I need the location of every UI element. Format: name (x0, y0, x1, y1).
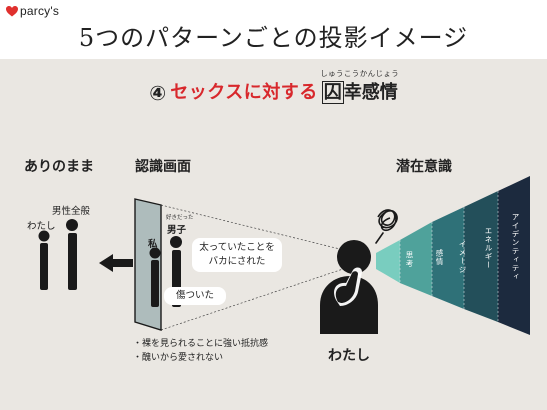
label-me-big: わたし (328, 348, 370, 364)
label-liked: 好きだった (166, 215, 194, 221)
subtitle-red-text: セックスに対する (170, 82, 318, 103)
beam-segment-identity (498, 176, 530, 335)
heading-as-is: ありのまま (24, 159, 94, 175)
bullet-item: ・裸を見られることに強い抵抗感 (133, 339, 269, 349)
subtitle-boxed-char: 囚 (321, 81, 344, 104)
left-arrow-icon (99, 254, 133, 272)
figure-me-screen (149, 247, 161, 307)
label-me-left: わたし (27, 221, 56, 232)
beam-label-energy: エネルギー (484, 227, 493, 270)
beam-label-image: イメージ (458, 240, 467, 274)
subtitle-number: ④ (149, 81, 167, 105)
figure-man-left (66, 219, 78, 290)
bubble-fat-teased: 太っていたことを バカにされた (192, 238, 282, 272)
beam-segment-energy (464, 191, 498, 322)
heart-icon (6, 5, 18, 16)
label-male-all: 男性全般 (52, 206, 91, 217)
thinking-person-icon (320, 240, 378, 334)
projection-line-bottom (160, 265, 353, 331)
page-title: 5つのパターンごとの投影イメージ (78, 24, 469, 52)
beam-segment-emotion (400, 222, 432, 296)
bullet-item: ・醜いから愛されない (133, 353, 224, 363)
bubble-line-1: 太っていたことを (199, 242, 275, 253)
brand-logo: parcy's (6, 4, 59, 18)
subtitle-ruby: しゅうこうかんじょう (320, 69, 400, 78)
subtitle-dark-text: 幸感情 (343, 82, 398, 103)
beam-segment-thought (376, 240, 400, 283)
bubble-hurt-text: 傷ついた (175, 290, 214, 301)
figure-me-left (38, 230, 50, 290)
beam-label-identity: アイデンティティ (511, 213, 520, 281)
bullet-list: ・裸を見られることに強い抵抗感 ・醜いから愛されない (133, 337, 268, 365)
beam-segment-image (432, 207, 464, 309)
beam-label-emotion: 感情 (435, 249, 444, 266)
beam-label-thought: 思考 (405, 251, 414, 268)
brand-name: parcy's (20, 4, 60, 18)
projection-line-top (160, 204, 353, 253)
subtitle-ruby-group: しゅうこうかんじょう 囚幸感情 (320, 69, 399, 106)
heading-perceived: 認識画面 (135, 159, 191, 175)
bubble-hurt: 傷ついた (164, 287, 226, 305)
subtitle: ④ セックスに対する しゅうこうかんじょう 囚幸感情 (0, 69, 547, 106)
scribble-icon (375, 209, 398, 244)
bubble-line-2: バカにされた (208, 256, 266, 267)
heading-subconscious: 潜在意識 (396, 159, 452, 175)
label-me-screen: 私 (148, 239, 158, 250)
label-boy: 男子 (167, 225, 187, 236)
